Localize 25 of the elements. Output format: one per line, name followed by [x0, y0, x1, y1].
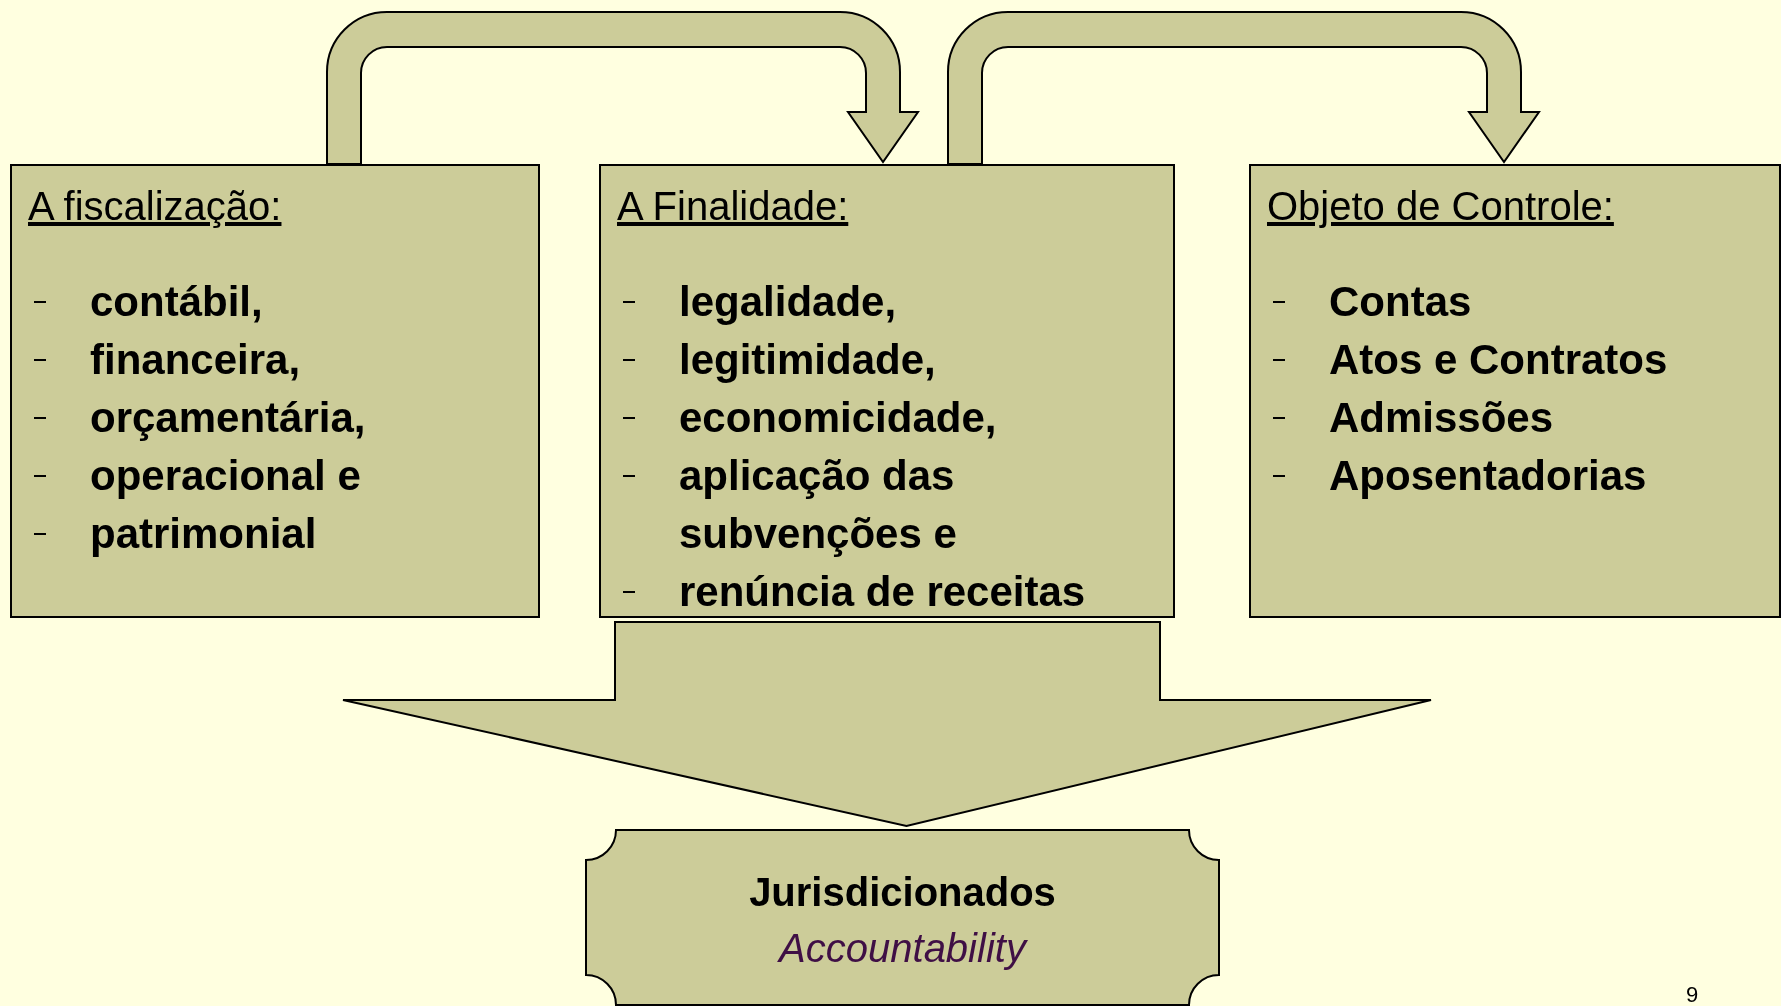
- list-item-text: economicidade,: [679, 394, 997, 442]
- content-box: [599, 164, 1175, 618]
- page-number: 9: [1686, 982, 1699, 1006]
- list-item-text: contábil,: [90, 278, 263, 326]
- list-item-text: Admissões: [1329, 394, 1554, 442]
- list-item-text: patrimonial: [90, 510, 317, 558]
- box-heading: A Finalidade:: [617, 183, 849, 230]
- plaque-title: Jurisdicionados: [748, 869, 1057, 916]
- list-item-text: orçamentária,: [90, 394, 366, 442]
- content-box: [10, 164, 540, 618]
- list-item-text: Contas: [1329, 278, 1472, 326]
- list-item-text: legalidade,: [679, 278, 897, 326]
- list-item-text: legitimidade,: [679, 336, 936, 384]
- list-item-text: renúncia de receitas: [679, 568, 1086, 616]
- content-box: [1249, 164, 1781, 618]
- box-heading: A fiscalização:: [28, 183, 282, 230]
- block-arrow: [342, 621, 1432, 828]
- list-item-text: operacional e: [90, 452, 361, 500]
- list-item-text: financeira,: [90, 336, 301, 384]
- bent-block-arrow: [326, 11, 919, 165]
- bent-block-arrow: [947, 11, 1540, 165]
- list-item-text: Aposentadorias: [1329, 452, 1647, 500]
- list-item-text: Atos e Contratos: [1329, 336, 1668, 384]
- box-heading: Objeto de Controle:: [1267, 183, 1614, 230]
- plaque-subtitle: Accountability: [776, 925, 1029, 972]
